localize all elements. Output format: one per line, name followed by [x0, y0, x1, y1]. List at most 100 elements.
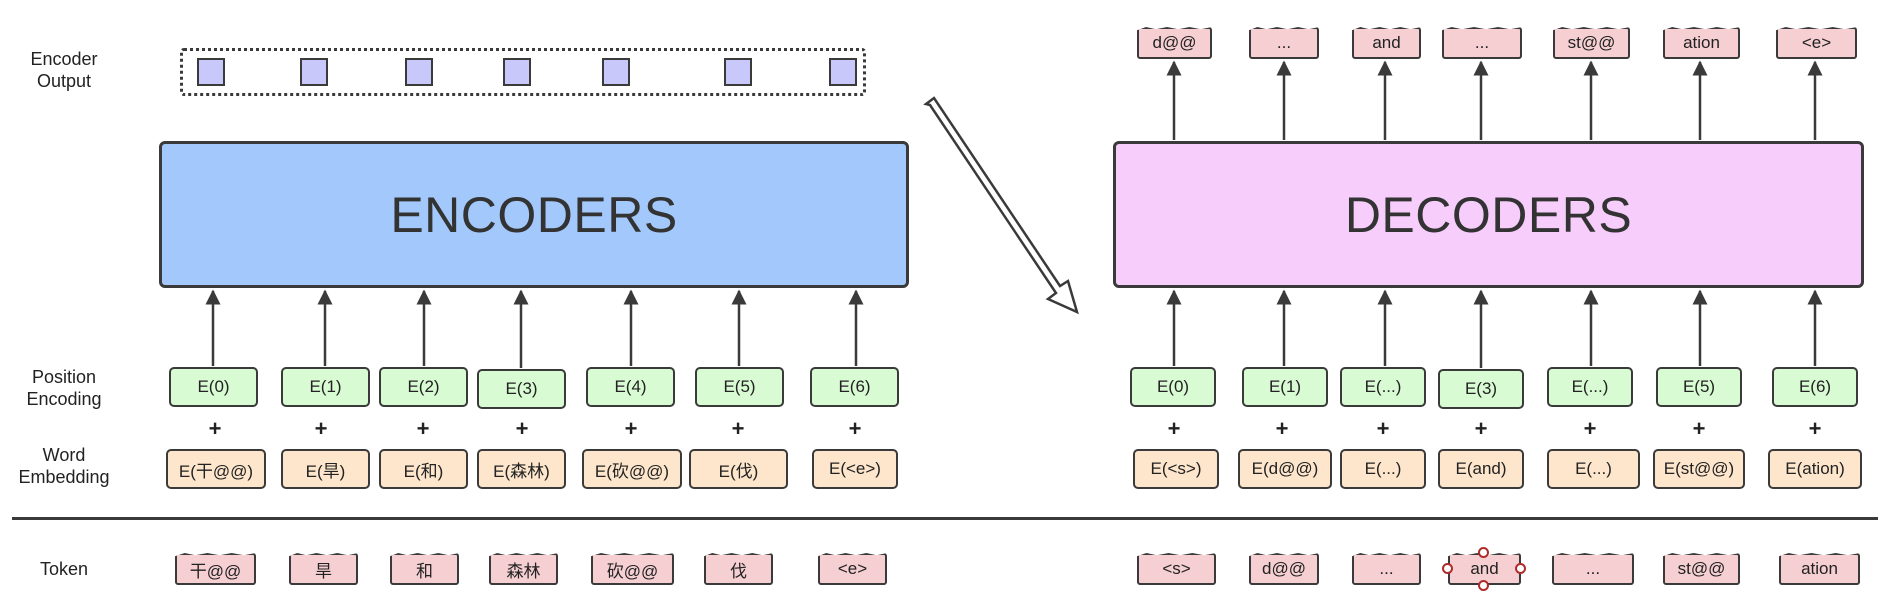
decoder-token-text: ...: [1585, 559, 1601, 578]
decoder-word-embedding: E(and): [1438, 449, 1524, 489]
encoder-token: 砍@@: [591, 553, 674, 585]
encoder-position-encoding: E(5): [695, 367, 784, 407]
decoder-word-embedding: E(...): [1340, 449, 1426, 489]
decoder-word-embedding-text: E(...): [1575, 459, 1612, 478]
encoder-word-embedding-text: E(砍@@): [594, 461, 670, 481]
decoder-output-text: ...: [1276, 33, 1292, 52]
decoder-output-token: and: [1352, 27, 1421, 59]
encoder-output-vector: [829, 58, 857, 86]
plus-sign: +: [1474, 416, 1488, 441]
encoder-word-embedding-text: E(<e>): [829, 459, 881, 478]
encoder-position-encoding-text: E(3): [505, 379, 538, 398]
decoder-output-text: d@@: [1152, 33, 1197, 52]
encoder-word-embedding: E(砍@@): [582, 449, 682, 489]
encoder-word-embedding: E(旱): [281, 449, 370, 489]
decoder-word-embedding-text: E(...): [1364, 459, 1402, 478]
encoder-token-text: 森林: [506, 561, 541, 581]
decoder-output-text: st@@: [1567, 33, 1616, 52]
encoders-title: ENCODERS: [390, 186, 678, 243]
encoder-output-vector: [724, 58, 752, 86]
encoder-word-embedding-text: E(和): [403, 461, 444, 481]
plus-sign: +: [515, 416, 529, 441]
plus-sign: +: [314, 416, 328, 441]
decoder-token: ...: [1352, 553, 1421, 585]
encoder-token: 干@@: [175, 553, 256, 585]
encoder-word-embedding: E(干@@): [166, 449, 266, 489]
encoder-token: 森林: [489, 553, 558, 585]
decoder-output-token: ...: [1249, 27, 1319, 59]
token-divider-line: [12, 517, 1878, 520]
decoder-token: ...: [1552, 553, 1634, 585]
plus-sign: +: [1583, 416, 1597, 441]
encoder-token-text: 砍@@: [606, 561, 659, 581]
token-label-text: Token: [39, 559, 89, 579]
encoder-output-label-line2: Output: [36, 71, 92, 91]
encoder-word-embedding: E(森林): [477, 449, 566, 489]
encoder-word-embedding-text: E(森林): [493, 461, 550, 481]
plus-sign: +: [1167, 416, 1181, 441]
decoder-token: <s>: [1137, 553, 1216, 585]
encoder-word-embedding: E(和): [379, 449, 468, 489]
encoder-position-encoding-text: E(4): [614, 377, 647, 396]
encoder-output-vector: [300, 58, 328, 86]
decoder-word-embedding: E(d@@): [1238, 449, 1332, 489]
encoder-position-encoding: E(6): [810, 367, 899, 407]
encoder-token: 伐: [704, 553, 773, 585]
plus-sign: +: [624, 416, 638, 441]
decoder-token-text: ation: [1801, 559, 1838, 578]
encoder-token-text: 伐: [730, 561, 747, 581]
decoder-position-encoding-text: E(0): [1156, 377, 1190, 396]
selection-handle-right[interactable]: [1515, 563, 1526, 574]
decoder-position-encoding: E(6): [1772, 367, 1858, 407]
plus-sign: +: [416, 416, 430, 441]
selection-handle-top[interactable]: [1478, 547, 1489, 558]
encoder-position-encoding: E(0): [169, 367, 258, 407]
decoder-position-encoding: E(5): [1656, 367, 1742, 407]
decoder-token-text: d@@: [1262, 559, 1306, 578]
plus-sign: +: [1692, 416, 1706, 441]
decoder-word-embedding-text: E(st@@): [1663, 459, 1735, 478]
decoder-token-text: ...: [1379, 559, 1394, 578]
decoders-title: DECODERS: [1344, 186, 1633, 243]
selection-handle-left[interactable]: [1442, 563, 1453, 574]
decoder-position-encoding: E(...): [1547, 367, 1633, 407]
encoder-token-text: 干@@: [189, 561, 242, 581]
encoder-token-text: 旱: [315, 561, 332, 581]
plus-sign: +: [848, 416, 862, 441]
decoder-token: d@@: [1249, 553, 1319, 585]
encoder-word-embedding-text: E(旱): [305, 461, 346, 481]
word-embedding-label-line1: Word: [42, 445, 86, 465]
encoder-position-encoding: E(1): [281, 367, 370, 407]
decoder-output-text: and: [1372, 33, 1401, 52]
decoder-output-text: ation: [1683, 33, 1720, 52]
decoder-token: ation: [1779, 553, 1860, 585]
decoder-output-token: st@@: [1553, 27, 1630, 59]
decoder-token-text: and: [1470, 559, 1499, 578]
decoder-output-token: <e>: [1776, 27, 1857, 59]
encoders-block: ENCODERS: [159, 141, 909, 288]
encoder-output-label: Encoder Output: [14, 48, 114, 92]
decoder-word-embedding: E(ation): [1768, 449, 1862, 489]
decoder-word-embedding: E(...): [1547, 449, 1640, 489]
decoder-position-encoding: E(0): [1130, 367, 1216, 407]
decoder-position-encoding: E(...): [1340, 367, 1426, 407]
decoder-word-embedding: E(<s>): [1133, 449, 1219, 489]
word-embedding-label-line2: Embedding: [18, 467, 110, 487]
selection-handle-bottom[interactable]: [1478, 580, 1489, 591]
encoder-output-vector: [405, 58, 433, 86]
decoder-word-embedding-text: E(and): [1455, 459, 1507, 478]
encoder-output-label-line1: Encoder: [30, 49, 98, 69]
encoder-token-text: 和: [416, 561, 433, 581]
decoder-token-text: <s>: [1162, 559, 1191, 578]
encoder-position-encoding: E(4): [586, 367, 675, 407]
decoder-word-embedding-text: E(<s>): [1150, 459, 1202, 478]
encoder-to-decoder-arrow: [923, 96, 1079, 315]
encoder-position-encoding: E(3): [477, 369, 566, 409]
decoder-output-text: <e>: [1801, 33, 1832, 52]
position-encoding-label-line2: Encoding: [26, 389, 102, 409]
decoder-word-embedding-text: E(d@@): [1251, 459, 1319, 478]
decoder-position-encoding-text: E(...): [1364, 377, 1402, 396]
encoder-token: 和: [390, 553, 459, 585]
decoder-output-text: ...: [1474, 33, 1490, 52]
